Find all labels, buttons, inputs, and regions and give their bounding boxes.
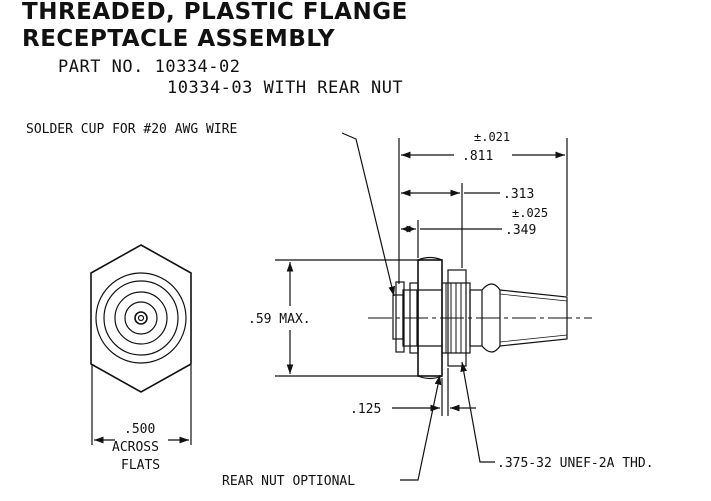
- dimension-500-label: .500: [124, 422, 155, 437]
- dimension-349-label: .349: [505, 223, 536, 238]
- tolerance-021-label: ±.021: [474, 130, 510, 144]
- dimension-811-label: .811: [462, 149, 493, 164]
- dimension-313-label: .313: [503, 187, 534, 202]
- flats-label: FLATS: [121, 458, 160, 473]
- solder-cup-label: SOLDER CUP FOR #20 AWG WIRE: [26, 122, 237, 137]
- tolerance-025-label: ±.025: [512, 206, 548, 220]
- title-line-1: THREADED, PLASTIC FLANGE: [22, 0, 408, 25]
- rear-nut-optional-label: REAR NUT OPTIONAL: [222, 474, 355, 489]
- dimension-125-label: .125: [350, 402, 381, 417]
- part-number-line-2: 10334-03 WITH REAR NUT: [167, 78, 404, 98]
- side-view-assembly: [275, 132, 592, 481]
- across-label: ACROSS: [112, 440, 159, 455]
- front-view-hex: [90, 244, 192, 445]
- dimension-59-max-label: .59 MAX.: [248, 312, 311, 327]
- part-number-line-1: PART NO. 10334-02: [58, 57, 241, 77]
- thread-spec-label: .375-32 UNEF-2A THD.: [497, 456, 654, 471]
- title-line-2: RECEPTACLE ASSEMBLY: [22, 26, 336, 52]
